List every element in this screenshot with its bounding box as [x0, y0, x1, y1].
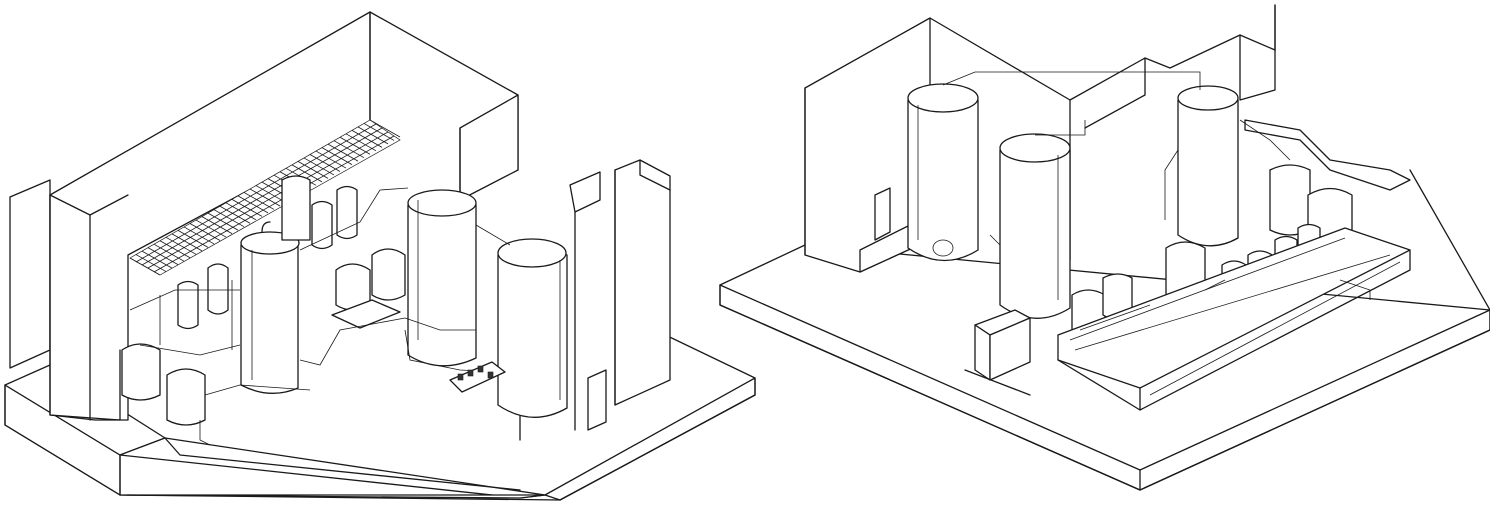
left-tall-column — [281, 175, 311, 241]
right-large-tank-a — [907, 83, 979, 262]
right-large-tank-c — [1177, 85, 1239, 247]
left-large-vessel-a — [407, 189, 477, 367]
left-small-vessels — [121, 185, 406, 426]
left-pump-skid — [449, 361, 506, 393]
right-isometric-view — [719, 4, 1490, 491]
right-walls — [804, 4, 1411, 273]
left-piping — [129, 187, 511, 446]
right-skid-frame — [1057, 227, 1411, 411]
left-isometric-view — [4, 11, 756, 501]
left-vertical-tank — [240, 221, 300, 394]
cable-tray — [129, 119, 401, 276]
right-piping — [942, 71, 1371, 331]
right-control-panel — [964, 309, 1031, 396]
left-right-walls — [459, 94, 671, 441]
right-large-tank-b — [999, 133, 1071, 319]
left-large-vessel-b — [497, 238, 568, 418]
left-ground-slab — [4, 179, 756, 501]
